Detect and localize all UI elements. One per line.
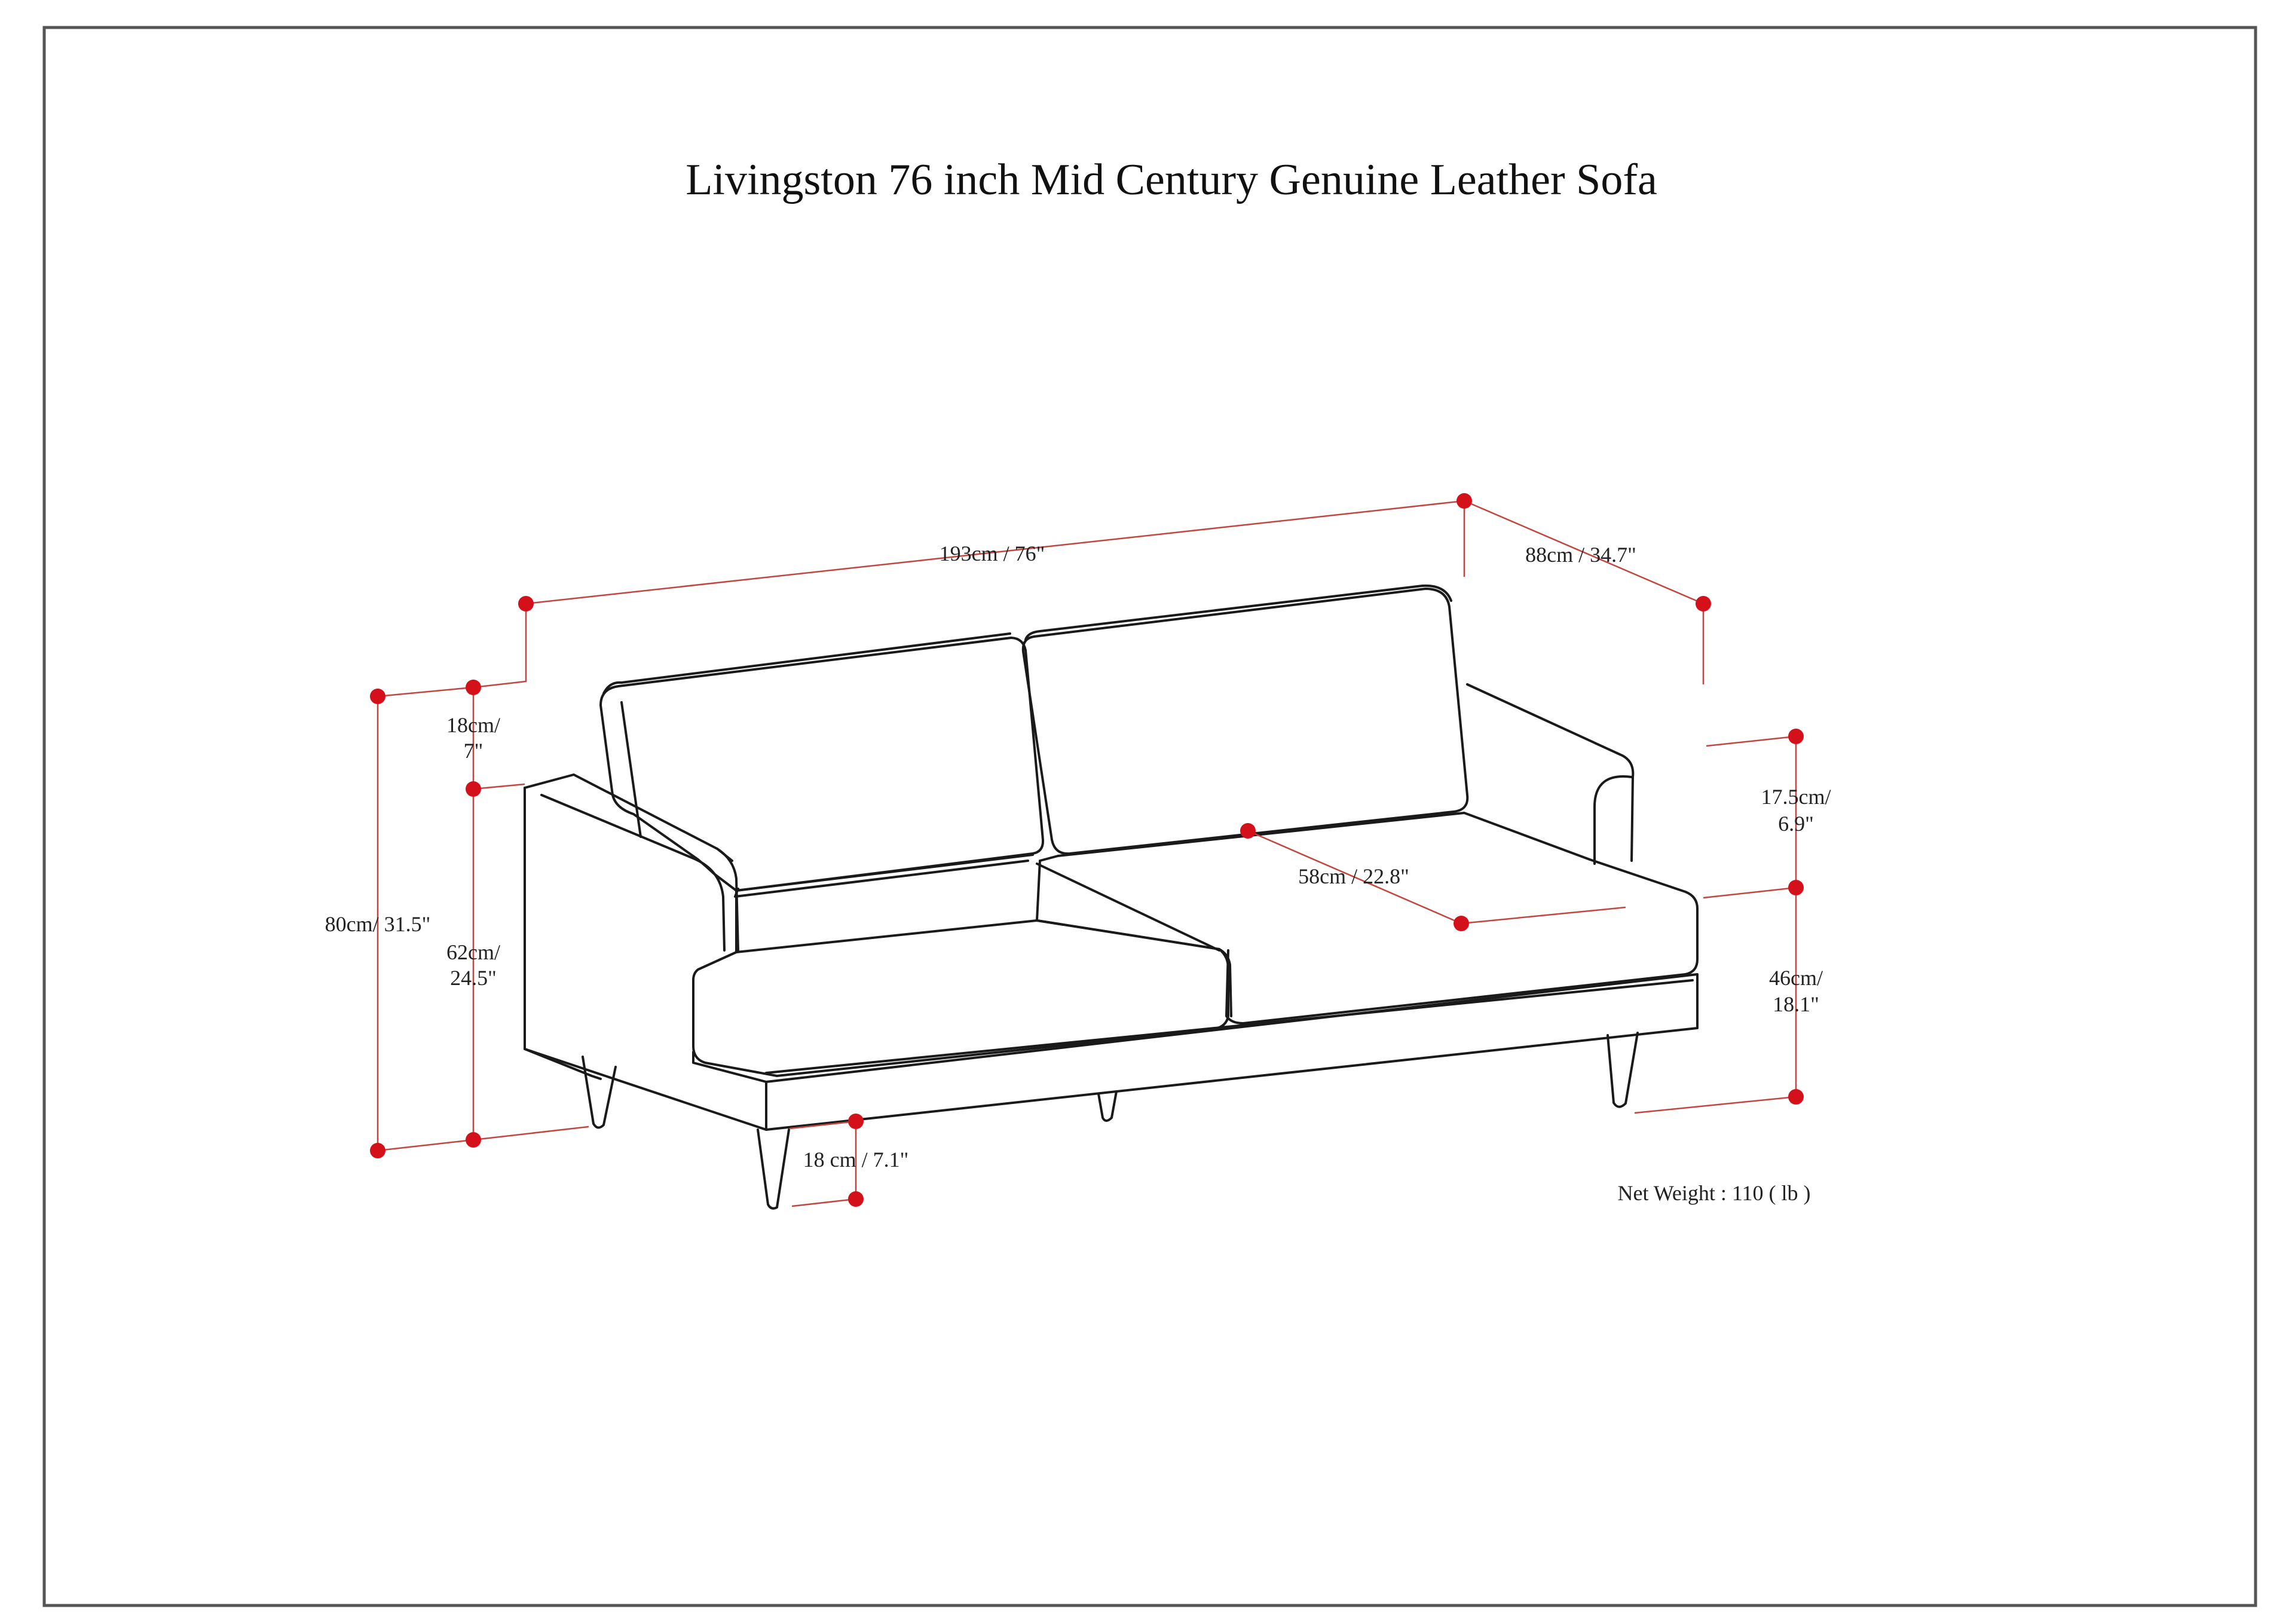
width-left-extension-line xyxy=(473,604,527,689)
leg-front-left xyxy=(757,1128,790,1210)
seat-height-label-2: 18.1" xyxy=(1773,992,1819,1016)
arm-floor-height-label-2: 24.5" xyxy=(450,966,497,990)
dimension-dot xyxy=(1240,823,1256,839)
net-weight-label: Net Weight : 110 ( lb ) xyxy=(1617,1181,1810,1205)
left-seat-seam xyxy=(734,860,1029,898)
back-height-extension-top xyxy=(1706,735,1797,747)
seat-height-label-1: 46cm/ xyxy=(1769,966,1823,990)
dimension-dot xyxy=(1456,493,1472,509)
seat-depth-extension-line xyxy=(1461,906,1626,925)
right-arm xyxy=(1466,683,1635,862)
sofa-base-left xyxy=(524,1048,767,1131)
seat-top-extension-line xyxy=(1703,886,1797,899)
dimension-dot xyxy=(1788,729,1804,744)
dimension-dot xyxy=(370,689,385,704)
leg-back-middle xyxy=(1097,1090,1118,1122)
left-arm-front xyxy=(716,848,733,862)
arm-height-label-1: 18cm/ xyxy=(446,713,500,737)
seat-divider xyxy=(1036,863,1220,952)
dimension-dot xyxy=(518,596,534,611)
arm-top-extension-line xyxy=(473,783,525,790)
dimension-dot xyxy=(848,1191,864,1207)
dimension-dot xyxy=(370,1143,385,1158)
dimension-dot xyxy=(1788,880,1804,895)
arm-height-label-2: 7" xyxy=(464,739,484,763)
overall-height-label: 80cm/ 31.5" xyxy=(325,912,431,936)
dimension-labels: 193cm / 76" 88cm / 34.7" 18cm/ 7" 80cm/ … xyxy=(325,542,1831,1172)
seat-depth-label: 58cm / 22.8" xyxy=(1298,864,1409,888)
dimension-dot xyxy=(1696,596,1711,611)
leg-front-right xyxy=(1606,1032,1639,1108)
dimension-dot xyxy=(466,781,481,797)
left-back-cushion-inner xyxy=(620,701,642,838)
leg-top-extension-line xyxy=(790,1120,856,1130)
left-arm-outer xyxy=(524,787,602,1080)
leg-height-label: 18 cm / 7.1" xyxy=(803,1148,909,1172)
left-back-cushion-top xyxy=(602,632,1011,695)
depth-dimension-line xyxy=(1464,500,1704,605)
right-back-cushion-top xyxy=(1024,584,1452,641)
arm-floor-height-label-1: 62cm/ xyxy=(446,940,500,964)
dimension-dot xyxy=(466,1132,481,1148)
leg-back-left xyxy=(582,1056,617,1129)
depth-label: 88cm / 34.7" xyxy=(1525,543,1636,567)
dimension-annotations xyxy=(370,493,1804,1207)
page-frame xyxy=(42,26,2257,1607)
floor-line-right xyxy=(1634,1096,1797,1114)
right-back-cushion xyxy=(1021,588,1469,855)
seat-depth-dimension-line xyxy=(1247,830,1462,925)
back-height-label-2: 6.9" xyxy=(1778,812,1814,836)
page-title: Livingston 76 inch Mid Century Genuine L… xyxy=(686,155,1657,204)
width-dimension-line xyxy=(525,500,1465,605)
left-seat-cushion-top xyxy=(735,854,1034,953)
dimension-dot xyxy=(1454,916,1469,931)
back-height-label-1: 17.5cm/ xyxy=(1761,785,1831,809)
sofa-illustration xyxy=(524,584,1699,1210)
dimension-dot xyxy=(1788,1089,1804,1105)
right-seat-cushion xyxy=(1036,812,1699,1024)
sofa-base-top-line xyxy=(765,979,1694,1074)
width-label: 193cm / 76" xyxy=(940,542,1045,565)
dimension-dot xyxy=(466,680,481,695)
right-seat-cushion-edge xyxy=(1218,948,1232,1017)
dimension-dot xyxy=(848,1114,864,1129)
leg-bottom-extension-line xyxy=(791,1198,856,1207)
right-arm-inner xyxy=(1593,775,1633,865)
left-arm-inner-line xyxy=(540,794,726,952)
